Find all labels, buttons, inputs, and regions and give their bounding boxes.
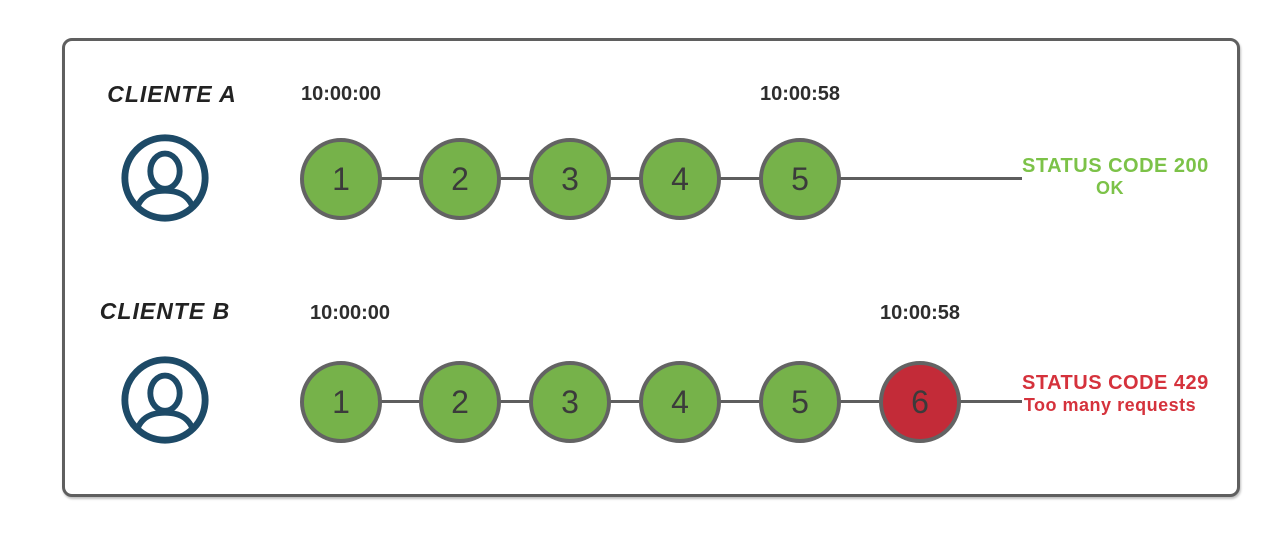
request-circle: 4 [639, 138, 721, 220]
status-result: STATUS CODE 200 OK [1022, 155, 1209, 199]
request-number: 1 [332, 383, 350, 420]
status-code-text: STATUS CODE 200 [1022, 155, 1209, 177]
end-timestamp: 10:00:58 [759, 83, 841, 105]
request-number: 1 [332, 160, 350, 197]
user-icon [118, 131, 212, 225]
request-number: 2 [451, 383, 469, 420]
request-circle: 2 [419, 361, 501, 443]
request-circle: 5 [759, 361, 841, 443]
client-a-label: CLIENTE A [107, 81, 237, 107]
request-number: 5 [791, 383, 809, 420]
request-circle: 1 [300, 138, 382, 220]
request-circle: 3 [529, 138, 611, 220]
status-description-text: Too many requests [1023, 395, 1197, 415]
end-timestamp: 10:00:58 [879, 302, 961, 324]
request-number: 3 [561, 383, 579, 420]
request-circle: 1 [300, 361, 382, 443]
request-circle: 2 [419, 138, 501, 220]
status-description-text: OK [1096, 178, 1124, 198]
start-timestamp: 10:00:00 [300, 83, 382, 105]
request-circle-blocked: 6 [879, 361, 961, 443]
request-number: 5 [791, 160, 809, 197]
request-circle: 5 [759, 138, 841, 220]
start-timestamp: 10:00:00 [309, 302, 391, 324]
request-number: 4 [671, 383, 689, 420]
client-b-label: CLIENTE B [99, 298, 231, 324]
request-number: 4 [671, 160, 689, 197]
request-circle: 3 [529, 361, 611, 443]
user-icon [118, 353, 212, 447]
request-circle: 4 [639, 361, 721, 443]
request-number: 2 [451, 160, 469, 197]
status-code-text: STATUS CODE 429 [1022, 372, 1209, 394]
status-result: STATUS CODE 429 Too many requests [1022, 372, 1209, 416]
request-number: 6 [911, 383, 929, 420]
request-number: 3 [561, 160, 579, 197]
